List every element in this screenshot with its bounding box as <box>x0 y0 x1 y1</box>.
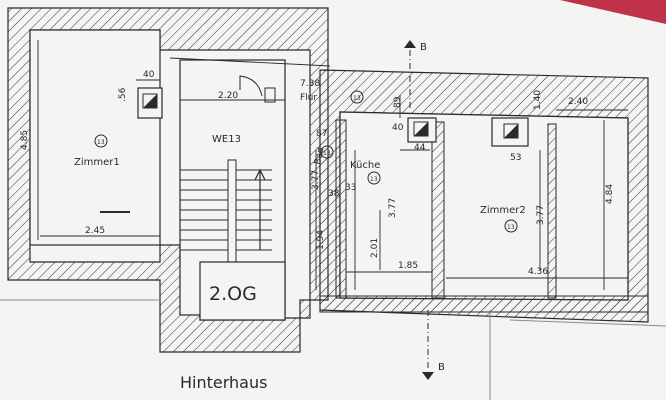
dim-201: 2.01 <box>370 238 380 258</box>
zimmer1-room <box>29 29 161 246</box>
kitchen-wall <box>431 121 445 299</box>
we13-label: WE13 <box>212 134 241 145</box>
section-arrow-top <box>404 40 416 48</box>
dim-240: 2.40 <box>568 97 588 107</box>
bad-label: Bad <box>313 147 326 166</box>
flue-kitchen-fill <box>414 122 428 136</box>
building-label: Hinterhaus <box>180 373 267 392</box>
dim-140: 1.40 <box>533 90 543 110</box>
kueche-label: Küche <box>350 160 380 171</box>
dim-377a: 3.77 <box>311 170 321 190</box>
dim-56: .56 <box>118 87 128 102</box>
dim-436: 4.36 <box>528 267 548 277</box>
section-arrow-bottom <box>422 372 434 380</box>
dim-40: 40 <box>143 70 155 80</box>
room-markers <box>94 90 518 233</box>
section-line <box>409 50 429 370</box>
flue-zimmer2-fill <box>504 124 518 138</box>
dim-89: 89 <box>393 96 403 108</box>
stair-treads <box>180 169 272 251</box>
corner-accent <box>560 0 666 24</box>
bottom-wall <box>319 295 649 313</box>
marker-zimmer2: 13 <box>507 224 515 231</box>
dim-194: 1.94 <box>316 230 326 250</box>
section-label-bottom: B <box>438 362 445 373</box>
dim-738: 7.38 <box>300 79 320 89</box>
flur-label: Flur <box>300 93 317 103</box>
dim-185: 1.85 <box>398 261 418 271</box>
door-swing <box>239 75 263 97</box>
bad-wall <box>335 119 347 299</box>
marker-zimmer1: 13 <box>97 139 105 146</box>
dim-53: 53 <box>510 153 521 163</box>
dim-220: 2.20 <box>218 91 238 101</box>
stair-landing <box>199 261 286 321</box>
dim-484: 4.84 <box>605 184 615 204</box>
zimmer1-label: Zimmer1 <box>74 157 120 168</box>
dimension-lines <box>37 40 628 290</box>
page-rules <box>0 299 666 400</box>
marker-kueche: 13 <box>370 176 378 183</box>
stair-arrow <box>254 168 266 250</box>
dim-377b: 3.77 <box>388 198 398 218</box>
dim-377c: 3.77 <box>536 205 546 225</box>
marker-flur: 13 <box>353 95 361 102</box>
floor-label: 2.OG <box>209 283 257 305</box>
dim-87: 87 <box>316 129 327 139</box>
dim-485: 4.85 <box>20 130 30 150</box>
stair-stringer <box>227 159 237 266</box>
zimmer2-label: Zimmer2 <box>480 205 526 216</box>
zimmer2-wall <box>547 123 557 299</box>
dim-40b: 40 <box>392 123 404 133</box>
marker-bad: 13 <box>323 150 331 157</box>
dim-38: 38 <box>328 189 340 199</box>
dim-245: 2.45 <box>85 226 105 236</box>
section-label-top: B <box>420 42 427 53</box>
dim-44: 44 <box>414 143 426 153</box>
dim-33: 33 <box>345 183 356 193</box>
flue-left-fill <box>143 94 157 108</box>
door-frame <box>264 87 276 103</box>
